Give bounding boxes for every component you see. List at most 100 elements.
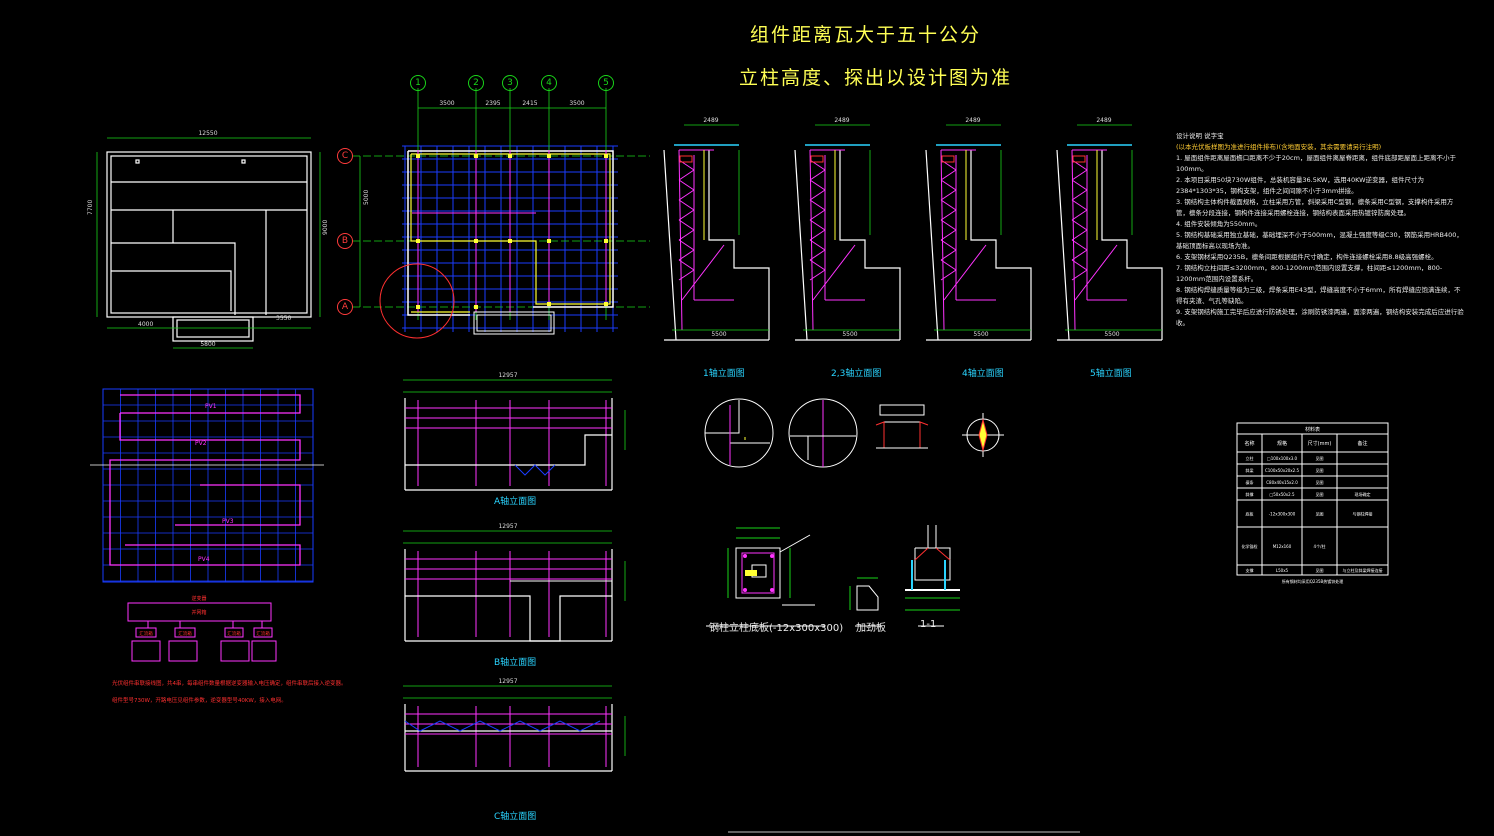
pv-label-4: PV4 <box>198 556 210 563</box>
wiring-combiner-label: 并网箱 <box>191 609 206 616</box>
elevation-top-dim: 2489 <box>1096 117 1111 124</box>
grid-dim-total-height: 5000 <box>363 190 370 205</box>
elevation-numbered-3: 2489 5500 <box>925 117 1032 341</box>
material-table-cell: 与立柱及斜梁焊接连接 <box>1343 567 1383 573</box>
elevation-numbered-4: 2489 5500 <box>1056 117 1163 341</box>
material-table-cell: 见图 <box>1316 491 1324 497</box>
roof-outline-plan <box>96 137 321 349</box>
material-table-cell: 见图 <box>1316 455 1324 461</box>
material-table-header: 名称 <box>1244 440 1254 447</box>
wiring-box-4: 汇流箱 <box>256 630 270 637</box>
notes-heading: 设计说明 说字宝 <box>1176 132 1224 140</box>
title-line-1: 组件距离瓦大于五十公分 <box>750 24 982 46</box>
elevation-top-dim: 2489 <box>834 117 849 124</box>
plan-dim-right: 3550 <box>276 315 291 322</box>
material-table-cell: 4个/柱 <box>1314 543 1326 549</box>
plan-dim-side: 9000 <box>322 220 329 235</box>
material-table-cell: 现场确定 <box>1355 491 1371 497</box>
structural-grid-plan <box>352 88 650 339</box>
elevations-abc: 12957 12957 12957 <box>403 372 626 772</box>
notes-item: 4. 组件安装倾角为550mm。 <box>1176 220 1262 228</box>
elevation-dim-text: 12957 <box>498 678 517 685</box>
elevation-dim-text: 12957 <box>498 523 517 530</box>
plan-dim-lower: 4000 <box>138 321 153 328</box>
plan-dim-width: 12550 <box>198 130 217 137</box>
plan-dim-height: 7700 <box>87 200 94 215</box>
material-table-cell: 见图 <box>1316 511 1324 517</box>
module-layout-grid <box>90 388 324 583</box>
material-table-cell: C80x40x15x2.0 <box>1266 480 1298 485</box>
elevation-top-dim: 2489 <box>965 117 980 124</box>
elevation-bottom-dim: 5500 <box>1104 331 1119 338</box>
notes-item: 9. 支架钢结构施工完毕后应进行防锈处理，涂刷防锈漆两遍，面漆两遍，钢结构安装完… <box>1176 308 1464 327</box>
material-table-cell: 见图 <box>1316 479 1324 485</box>
material-table-cell: 斜梁 <box>1246 467 1254 473</box>
elevation-bottom-dim: 5500 <box>842 331 857 338</box>
elevation-bottom-dim: 5500 <box>973 331 988 338</box>
grid-bubble-row-b: B <box>337 233 353 249</box>
label-axis-b-elevation: B轴立面图 <box>494 658 537 668</box>
notes-item: 6. 支架钢材采用Q235B，檩条间距根据组件尺寸确定，构件连接螺栓采用8.8级… <box>1176 253 1438 261</box>
detail-small-section <box>875 404 929 449</box>
elevation-a: 12957 <box>403 372 626 491</box>
notes-item: 7. 钢结构立柱间距≤3200mm，800-1200mm范围内设置支撑，柱间距≤… <box>1176 264 1443 283</box>
material-table-cell: 立柱 <box>1246 455 1254 461</box>
wiring-box-3: 汇流箱 <box>227 630 241 637</box>
design-notes: 设计说明 说字宝 (以本光伏板样图为准进行组件排布)(含地面安装，其余需要请另行… <box>1176 131 1466 329</box>
material-table-cell: 斜撑 <box>1246 491 1254 497</box>
material-table-cell: 与钢柱焊接 <box>1353 511 1373 517</box>
material-table-cell: □100x100x3.0 <box>1267 456 1298 461</box>
wiring-note-1: 光伏组件串联接线图，共4串，每串组件数量根据逆变器输入电压确定，组件串联后接入逆… <box>112 681 347 687</box>
north-arrow-icon <box>962 413 1004 457</box>
material-table-cell: 檩条 <box>1246 479 1254 485</box>
section-1-1-detail <box>905 525 960 627</box>
material-table-cell: C100x50x20x2.5 <box>1265 468 1300 473</box>
label-stiffener: 加劲板 <box>856 623 886 634</box>
elevation-bottom-dim: 5500 <box>711 331 726 338</box>
material-table-cell: 见图 <box>1316 467 1324 473</box>
notes-item: 3. 钢结构主体构件截面规格，立柱采用方管，斜梁采用C型钢，檩条采用C型钢，支撑… <box>1176 198 1454 217</box>
grid-bubble-col-4: 4 <box>541 75 557 91</box>
label-section-1-1: 1-1 <box>920 619 937 630</box>
wiring-inverter-label: 逆变器 <box>191 595 206 602</box>
material-table-header: 规格 <box>1277 440 1287 447</box>
label-axis-5-elevation: 5轴立面图 <box>1090 369 1132 379</box>
material-table-cell: 见图 <box>1316 567 1324 573</box>
wiring-diagram <box>127 602 277 662</box>
baseplate-detail <box>706 527 825 627</box>
label-baseplate: 钢柱立柱底板(-12x300x300) <box>709 623 844 634</box>
wiring-box-1: 汇流箱 <box>139 630 153 637</box>
material-table-header: 备注 <box>1357 440 1367 447</box>
label-axis-23-elevation: 2,3轴立面图 <box>831 369 882 379</box>
notes-item: 8. 钢结构焊缝质量等级为三级，焊条采用E43型，焊缝高度不小于6mm，所有焊缝… <box>1176 286 1461 305</box>
material-table-cell: □50x50x2.5 <box>1269 492 1295 497</box>
grid-span-2: 2395 <box>485 100 500 107</box>
label-axis-a-elevation: A轴立面图 <box>494 497 537 507</box>
material-table-cell: 支撑 <box>1246 567 1254 573</box>
material-table-cell: 化学锚栓 <box>1242 543 1258 549</box>
pv-label-3: PV3 <box>222 518 234 525</box>
label-axis-4-elevation: 4轴立面图 <box>962 369 1004 379</box>
grid-bubble-col-3: 3 <box>502 75 518 91</box>
detail-circles <box>704 398 858 468</box>
notes-subheading: (以本光伏板样图为准进行组件排布)(含地面安装，其余需要请另行注明) <box>1176 143 1382 151</box>
plan-dim-bottom: 5800 <box>200 341 215 348</box>
grid-span-4: 3500 <box>569 100 584 107</box>
elevation-b: 12957 <box>403 523 626 642</box>
grid-bubble-col-2: 2 <box>468 75 484 91</box>
notes-item: 2. 本项目采用50块730W组件，总装机容量36.5KW，选用40KW逆变器，… <box>1176 176 1425 195</box>
pv-label-2: PV2 <box>195 440 207 447</box>
material-table-cell: M12x160 <box>1273 544 1292 549</box>
material-table-title: 材料表 <box>1305 426 1320 433</box>
wiring-box-2: 汇流箱 <box>178 630 192 637</box>
wiring-note-2: 组件型号730W，开路电压见组件参数，逆变器型号40KW，接入电网。 <box>112 698 287 704</box>
stiffener-detail <box>849 577 882 627</box>
elevation-numbered-2: 2489 5500 <box>794 117 901 341</box>
material-table-header: 尺寸(mm) <box>1308 440 1332 447</box>
elevation-dim-text: 12957 <box>498 372 517 379</box>
grid-bubble-col-1: 1 <box>410 75 426 91</box>
